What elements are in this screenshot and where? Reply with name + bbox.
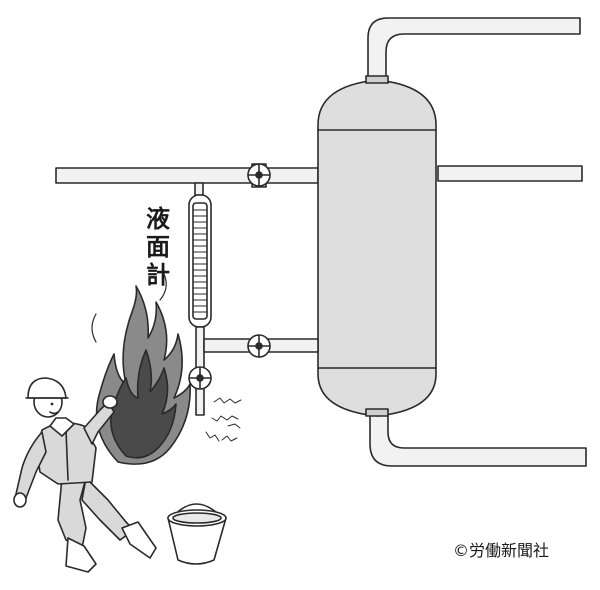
worker-figure-icon [13, 377, 157, 573]
tank-bottom-nozzle [365, 408, 389, 417]
copyright-notice: ©労働新聞社 [453, 541, 550, 560]
top-outlet-pipe [367, 17, 581, 83]
valve-wheel-icon [247, 334, 271, 358]
bottom-outlet-pipe [369, 413, 587, 467]
leak-sparks [171, 397, 242, 442]
tank-right-pipe [437, 165, 583, 182]
tank-top-nozzle [365, 75, 389, 84]
valve-wheel-icon [247, 163, 271, 188]
gauge-label-char: 計 [146, 260, 170, 289]
bucket-icon [167, 503, 227, 565]
main-inlet-pipe [55, 167, 319, 184]
gauge-label-char: 面 [146, 232, 170, 261]
gauge-upper-stub [194, 182, 204, 196]
gauge-label-char: 液 [146, 204, 170, 233]
flame-icon [91, 273, 191, 465]
valve-wheel-icon [188, 366, 212, 390]
gauge-label: 液 面 計 [140, 205, 176, 289]
storage-tank [317, 79, 437, 417]
